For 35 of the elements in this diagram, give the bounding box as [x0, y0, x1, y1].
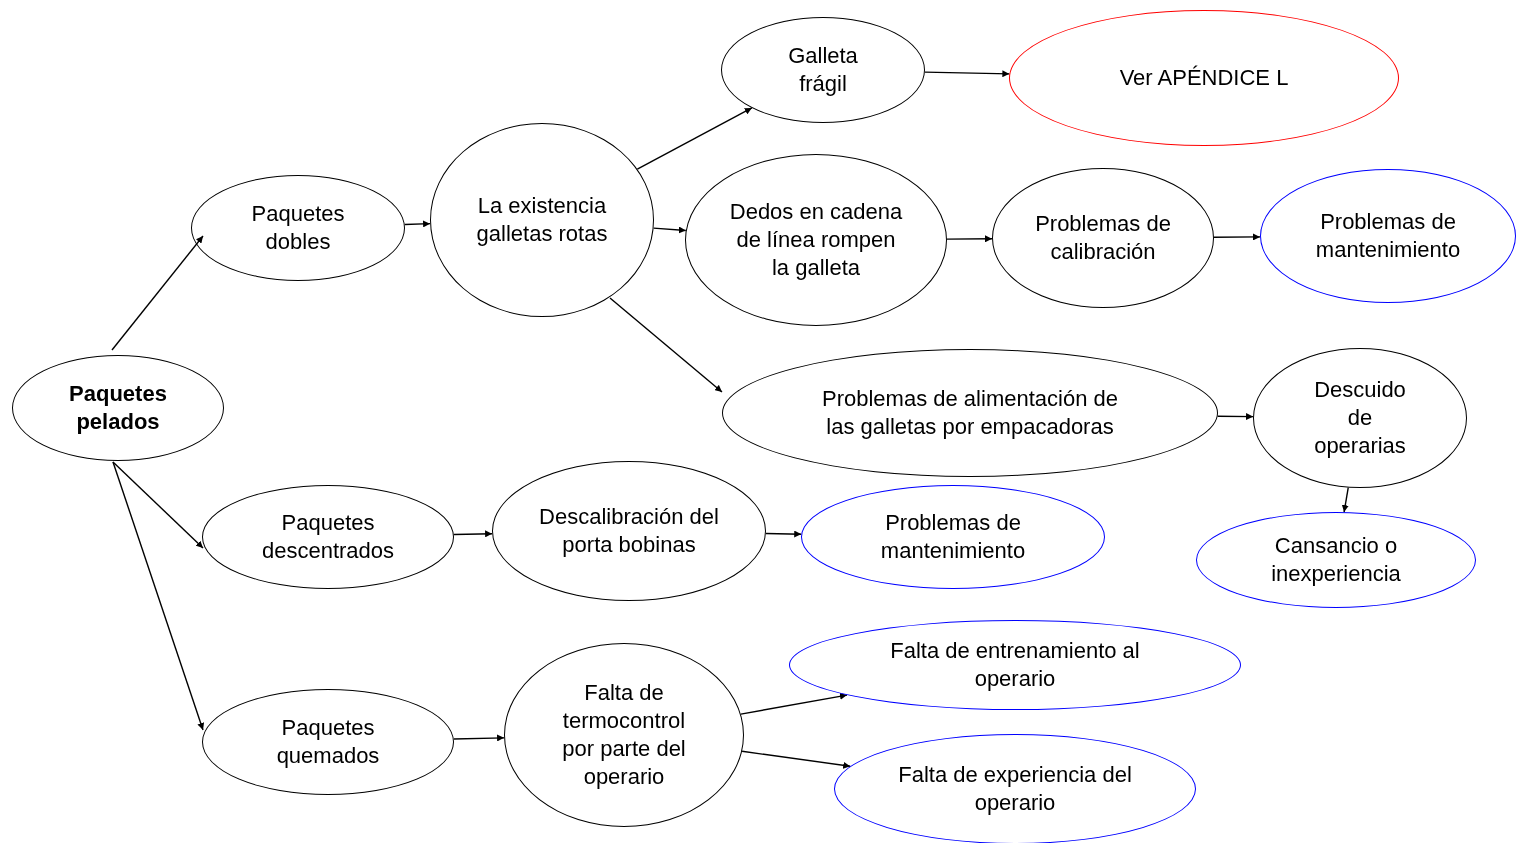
- arrow: [946, 235, 993, 243]
- node-label: Paquetes pelados: [68, 379, 168, 436]
- arrow: [652, 226, 687, 234]
- node-label: Falta de termocontrol por parte del operario: [561, 678, 687, 792]
- node-label: Cansancio o inexperiencia: [1270, 531, 1402, 588]
- node-label: Paquetes quemados: [275, 713, 381, 770]
- node-label: Descuido de operarias: [1313, 375, 1407, 461]
- node-label: Paquetes dobles: [250, 199, 346, 256]
- node-label: Problemas de alimentación de las galletas por empacadoras: [821, 384, 1119, 441]
- node-label: Falta de entrenamiento al operario: [889, 636, 1141, 693]
- node-label: Problemas de calibración: [1034, 209, 1172, 266]
- node-label: Descalibración del porta bobinas: [539, 502, 719, 559]
- arrow: [404, 220, 431, 228]
- arrow: [741, 750, 851, 769]
- arrow: [112, 461, 204, 549]
- node-label: Paquetes descentrados: [260, 508, 396, 565]
- node-label: Ver APÉNDICE L: [1119, 63, 1289, 92]
- arrow: [924, 70, 1011, 78]
- arrow: [765, 530, 802, 538]
- node-label: La existencia galletas rotas: [475, 191, 609, 248]
- node-label: Problemas de mantenimiento: [1314, 207, 1462, 264]
- arrow: [740, 692, 848, 715]
- arrow: [636, 107, 753, 170]
- arrow: [609, 297, 723, 393]
- arrow: [453, 530, 493, 538]
- node-label: Dedos en cadena de línea rompen la galleta: [728, 197, 904, 283]
- node-label: Falta de experiencia del operario: [897, 760, 1133, 817]
- arrow: [453, 734, 505, 742]
- node-label: Problemas de mantenimiento: [879, 508, 1027, 565]
- arrow: [1217, 413, 1254, 421]
- arrow: [1213, 233, 1261, 241]
- arrow: [111, 235, 204, 351]
- node-label: Galleta frágil: [787, 41, 859, 98]
- arrow: [1341, 486, 1349, 513]
- arrow: [112, 461, 205, 731]
